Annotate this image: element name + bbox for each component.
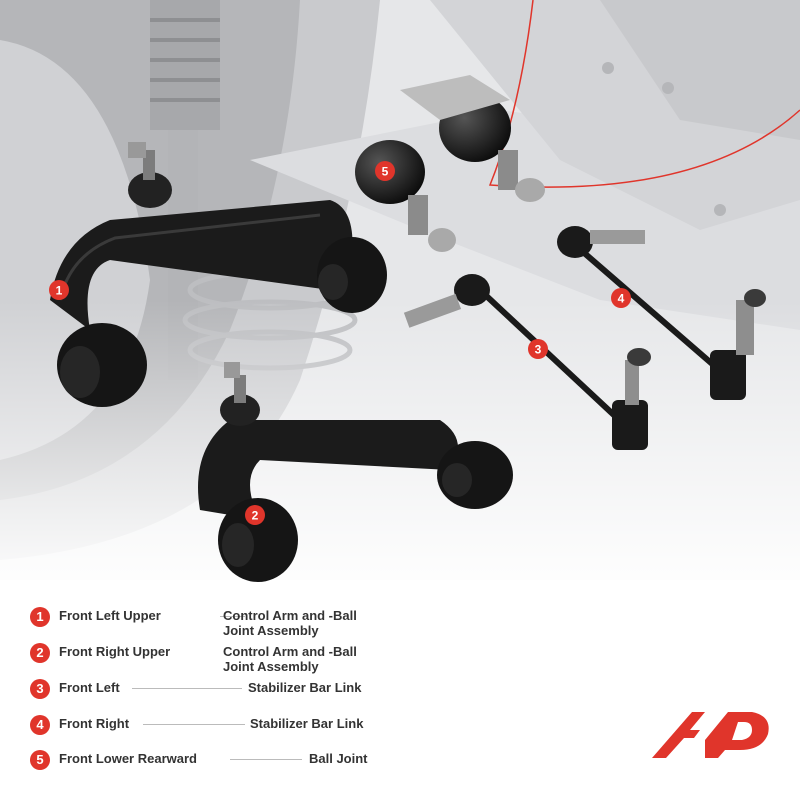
callout-1: 1 [49, 280, 69, 300]
legend-part-desc: Stabilizer Bar Link [248, 680, 362, 695]
legend-row-1: 1 Front Left Upper Control Arm and -Ball… [30, 607, 390, 643]
ball-joint-5 [355, 75, 545, 252]
svg-text:5: 5 [382, 165, 389, 179]
callout-4: 4 [611, 288, 631, 308]
legend-part-desc: Stabilizer Bar Link [250, 716, 364, 731]
svg-text:2: 2 [252, 509, 259, 523]
control-arm-1 [50, 142, 387, 407]
legend-part-name: Front Left Upper [59, 608, 161, 623]
legend-row-3: 3 Front Left Stabilizer Bar Link [30, 679, 390, 715]
legend-badge: 5 [30, 750, 50, 770]
stabilizer-link-3 [403, 274, 651, 450]
legend-part-name: Front Right [59, 716, 130, 731]
legend-part-desc: Control Arm and -Ball Joint Assembly [223, 644, 357, 674]
callout-5: 5 [375, 161, 395, 181]
legend-part-name: Front Lower Rearward [59, 751, 197, 766]
legend-part-desc: Control Arm and -Ball Joint Assembly [223, 608, 357, 638]
callout-2: 2 [245, 505, 265, 525]
leader-line [143, 724, 245, 725]
legend-row-4: 4 Front Right Stabilizer Bar Link [30, 715, 390, 751]
leader-line [220, 616, 245, 617]
leader-line [132, 688, 242, 689]
svg-text:1: 1 [56, 284, 63, 298]
legend-badge: 2 [30, 643, 50, 663]
svg-text:3: 3 [535, 343, 542, 357]
legend-part-name: Front Right Upper [59, 644, 171, 659]
legend-row-5: 5 Front Lower Rearward Ball Joint [30, 750, 390, 786]
ap-brand-logo [652, 712, 769, 758]
legend-badge: 1 [30, 607, 50, 627]
leader-line [230, 759, 302, 760]
legend-part-name: Front Left [59, 680, 120, 695]
stabilizer-link-4 [557, 226, 766, 400]
control-arm-2 [198, 362, 513, 582]
legend-row-2: 2 Front Right Upper Control Arm and -Bal… [30, 643, 390, 679]
legend-badge: 4 [30, 715, 50, 735]
legend-badge: 3 [30, 679, 50, 699]
legend-part-desc: Ball Joint [309, 751, 368, 766]
svg-text:4: 4 [618, 292, 625, 306]
callout-3: 3 [528, 339, 548, 359]
